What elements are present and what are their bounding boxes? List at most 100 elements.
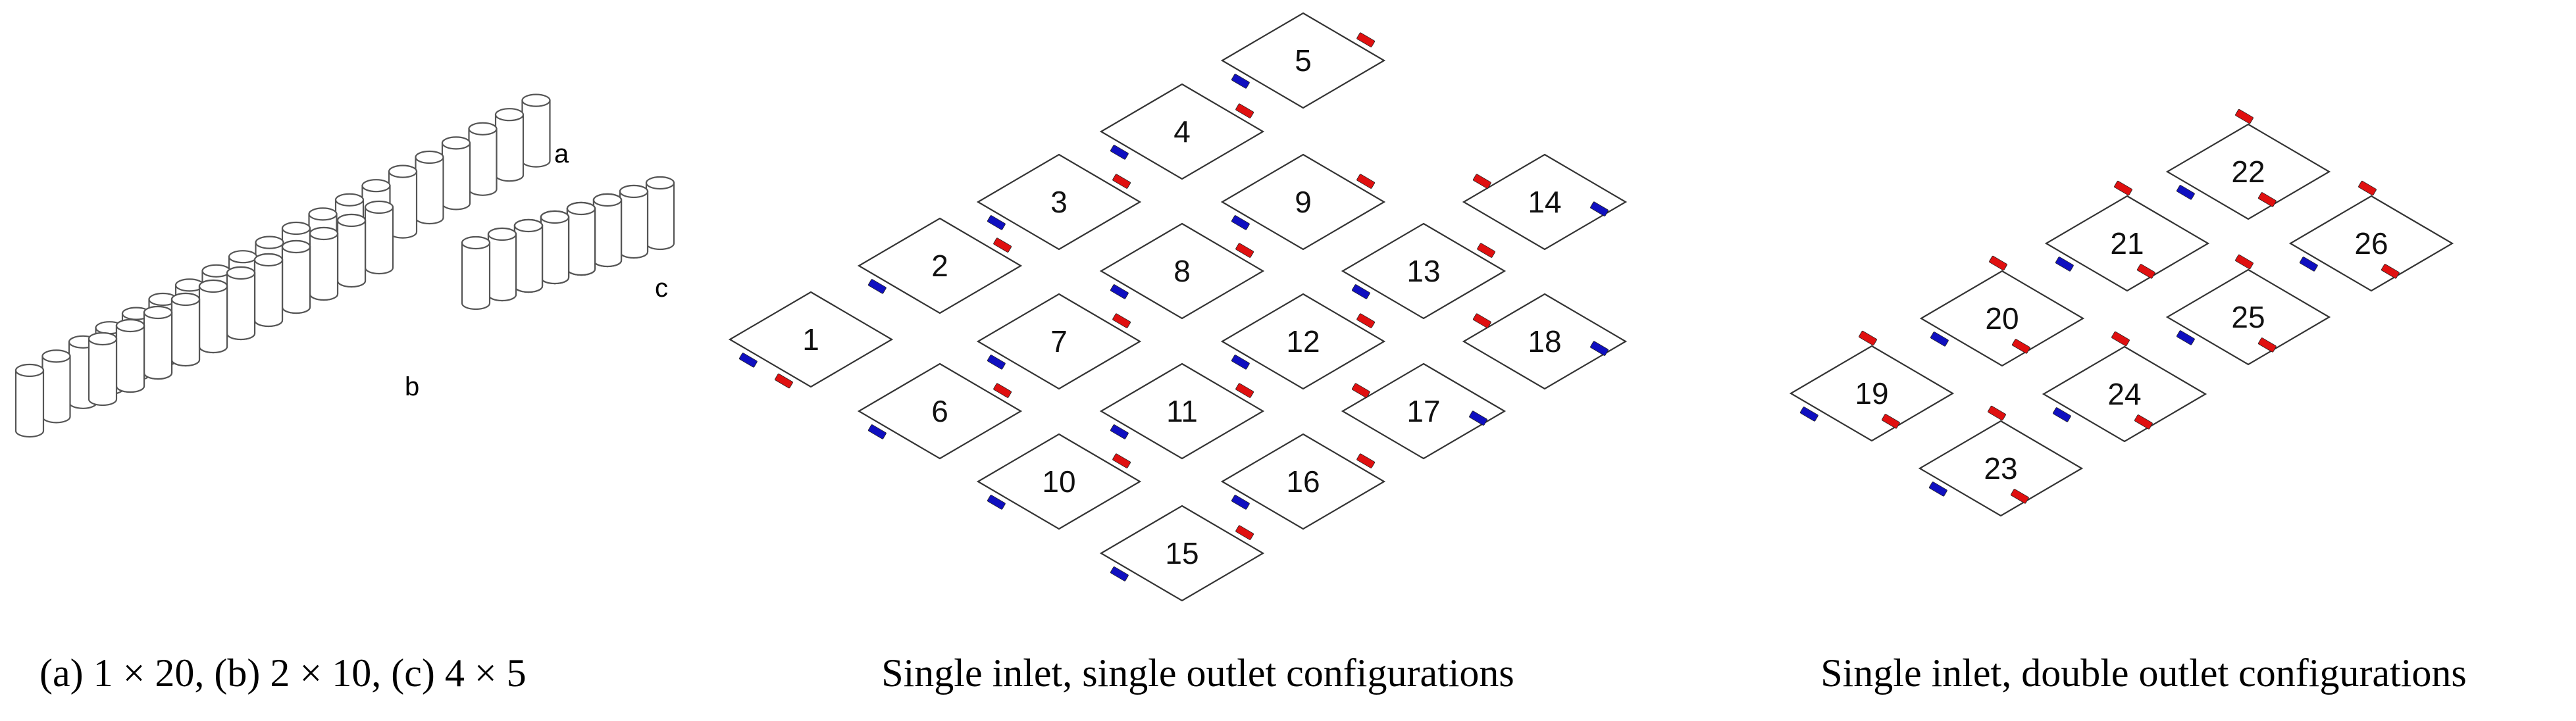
outlet-port xyxy=(775,373,793,389)
outlet-port xyxy=(2258,337,2277,353)
module-number: 3 xyxy=(1050,185,1068,219)
module-number: 15 xyxy=(1165,536,1198,570)
inlet-port xyxy=(1930,332,1949,347)
inlet-port xyxy=(868,279,887,294)
outlet-port xyxy=(2235,109,2254,124)
arrangement-label-b: b xyxy=(405,372,419,401)
module-outline xyxy=(1919,270,2085,367)
arrangement-c-cell xyxy=(592,193,623,268)
module-14: 14 xyxy=(1462,153,1628,251)
inlet-port xyxy=(2177,185,2195,200)
module-21: 21 xyxy=(2044,180,2210,292)
outlet-port xyxy=(2358,180,2377,196)
module-outline xyxy=(1220,293,1386,390)
inlet-port xyxy=(987,355,1006,370)
module-outline xyxy=(1341,362,1507,460)
module-number: 25 xyxy=(2231,300,2265,334)
module-1: 1 xyxy=(728,291,894,389)
module-outline xyxy=(2042,345,2207,443)
module-number: 26 xyxy=(2354,226,2388,261)
inlet-port xyxy=(1352,284,1370,299)
module-16: 16 xyxy=(1220,433,1386,530)
module-number: 17 xyxy=(1406,394,1440,428)
outlet-port xyxy=(2011,489,2029,504)
outlet-port xyxy=(1356,32,1375,47)
arrangement-a-cell xyxy=(468,122,498,196)
module-8: 8 xyxy=(1099,222,1265,320)
module-26: 26 xyxy=(2288,180,2454,292)
module-2: 2 xyxy=(857,217,1023,314)
arrangement-c-cell xyxy=(513,218,544,293)
arrangement-b-cell xyxy=(253,253,284,328)
module-24: 24 xyxy=(2042,331,2207,443)
outlet-port xyxy=(1859,330,1877,346)
arrangement-b-cell xyxy=(198,279,228,354)
outlet-port xyxy=(1235,383,1254,398)
outlet-port xyxy=(1882,414,1900,429)
outlet-port xyxy=(1112,453,1131,468)
arrangement-b-cell xyxy=(170,292,201,367)
outlet-port xyxy=(1352,383,1370,398)
module-outline xyxy=(976,293,1142,390)
inlet-port xyxy=(1590,201,1609,216)
arrangement-b-cell xyxy=(226,266,256,341)
inlet-port xyxy=(2055,257,2074,272)
module-number: 19 xyxy=(1855,376,1888,410)
module-12: 12 xyxy=(1220,293,1386,390)
arrangement-b-cell xyxy=(364,200,394,275)
inlet-port xyxy=(2053,407,2071,422)
caption-cell-arrangements: (a) 1 × 20, (b) 2 × 10, (c) 4 × 5 xyxy=(39,651,527,695)
inlet-port xyxy=(1110,145,1129,160)
inlet-port xyxy=(1231,74,1250,89)
outlet-port xyxy=(1473,174,1491,189)
inlet-port xyxy=(1231,215,1250,230)
module-4: 4 xyxy=(1099,83,1265,180)
arrangement-c-cell xyxy=(566,201,596,276)
inlet-port xyxy=(987,215,1006,230)
module-outline xyxy=(1462,153,1628,251)
outlet-port xyxy=(1356,174,1375,189)
inlet-port xyxy=(2300,257,2318,272)
module-number: 7 xyxy=(1050,324,1068,359)
module-23: 23 xyxy=(1918,405,2084,517)
module-outline xyxy=(976,153,1142,251)
module-outline xyxy=(1789,345,1955,442)
outlet-port xyxy=(2258,192,2277,207)
cell-arrangements xyxy=(14,93,675,438)
module-outline xyxy=(728,291,894,388)
module-outline xyxy=(1341,222,1507,320)
outlet-port xyxy=(2137,264,2155,279)
outlet-port xyxy=(1356,453,1375,468)
inlet-port xyxy=(1590,341,1609,356)
module-outline xyxy=(1462,293,1628,390)
inlet-port xyxy=(868,424,887,439)
module-outline xyxy=(2165,123,2331,220)
module-number: 24 xyxy=(2107,377,2141,411)
outlet-port xyxy=(2114,180,2132,196)
module-25: 25 xyxy=(2165,254,2331,366)
module-outline xyxy=(1099,505,1265,602)
arrangement-b-cell xyxy=(281,239,311,314)
arrangement-b-cell xyxy=(336,213,367,288)
arrangement-a-cell xyxy=(441,136,471,211)
module-number: 12 xyxy=(1286,324,1320,359)
module-number: 16 xyxy=(1286,464,1320,499)
arrangement-a-cell xyxy=(415,150,444,225)
module-5: 5 xyxy=(1220,12,1386,109)
module-number: 8 xyxy=(1173,254,1191,288)
module-outline xyxy=(857,217,1023,314)
arrangement-a-cell xyxy=(494,108,525,182)
arrangement-labels: a b c xyxy=(405,139,668,401)
module-3: 3 xyxy=(976,153,1142,251)
inlet-port xyxy=(1800,407,1818,422)
inlet-port xyxy=(1110,424,1129,439)
outlet-port xyxy=(993,383,1012,398)
module-outline xyxy=(1220,153,1386,251)
module-13: 13 xyxy=(1341,222,1507,320)
module-19: 19 xyxy=(1789,330,1955,442)
inlet-port xyxy=(1929,482,1947,497)
outlet-port xyxy=(2134,414,2153,430)
arrangement-a-cell xyxy=(41,349,71,424)
outlet-port xyxy=(1112,174,1131,189)
